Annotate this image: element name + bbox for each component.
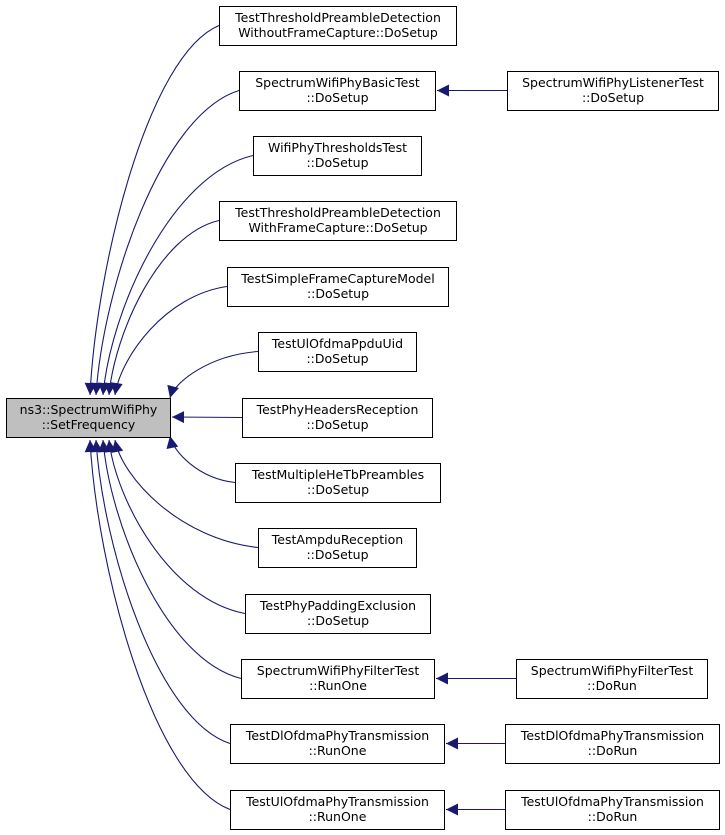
node-swpbt[interactable]: SpectrumWifiPhyBasicTest::DoSetup: [239, 71, 436, 111]
node-label-line-1: SpectrumWifiPhyFilterTest: [257, 663, 420, 678]
node-box: [242, 398, 433, 438]
node-label-line-2: ::DoSetup: [306, 351, 368, 366]
node-tpdwfc[interactable]: TestThresholdPreambleDetectionWithFrameC…: [219, 201, 457, 241]
node-label-line-1: ns3::SpectrumWifiPhy: [20, 402, 158, 417]
edge-wptt-to-setfreq: [98, 154, 254, 396]
node-label-line-1: TestAmpduReception: [271, 532, 403, 547]
node-label-line-1: TestDlOfdmaPhyTransmission: [245, 728, 429, 743]
node-label-line-1: TestThresholdPreambleDetection: [234, 10, 441, 25]
edge-tmhtp-to-setfreq: [166, 435, 236, 484]
node-tar[interactable]: TestAmpduReception::DoSetup: [258, 528, 417, 568]
node-label-line-2: WithFrameCapture::DoSetup: [248, 220, 427, 235]
node-label-line-1: WifiPhyThresholdsTest: [268, 140, 407, 155]
node-swpft[interactable]: SpectrumWifiPhyFilterTest::RunOne: [241, 659, 435, 699]
edge-swpbt-to-setfreq: [90, 89, 240, 396]
node-box: [253, 136, 422, 176]
node-label-line-2: ::DoSetup: [306, 90, 368, 105]
node-box: [507, 71, 719, 111]
node-tpdwofc[interactable]: TestThresholdPreambleDetectionWithoutFra…: [219, 6, 457, 46]
edge-layer: [84, 24, 516, 816]
node-label-line-2: ::DoSetup: [307, 482, 369, 497]
node-label-line-1: TestSimpleFrameCaptureModel: [240, 271, 434, 286]
node-label-line-2: ::DoSetup: [307, 613, 369, 628]
edge-tpdwofc-to-setfreq: [84, 24, 220, 396]
node-tdopt2[interactable]: TestDlOfdmaPhyTransmission::DoRun: [505, 724, 720, 764]
edge-tphr-to-setfreq: [171, 411, 243, 424]
node-label-line-1: SpectrumWifiPhyBasicTest: [255, 75, 420, 90]
node-tuopt[interactable]: TestUlOfdmaPhyTransmission::RunOne: [230, 790, 445, 830]
node-tsfcm[interactable]: TestSimpleFrameCaptureModel::DoSetup: [227, 267, 449, 307]
node-layer: ns3::SpectrumWifiPhy::SetFrequency TestTh…: [6, 6, 720, 830]
node-tphr[interactable]: TestPhyHeadersReception::DoSetup: [242, 398, 433, 438]
node-label-line-2: ::SetFrequency: [42, 417, 136, 432]
node-box: [227, 267, 449, 307]
node-label-line-1: TestMultipleHeTbPreambles: [251, 467, 424, 482]
node-label-line-1: SpectrumWifiPhyListenerTest: [522, 75, 704, 90]
node-label-line-2: ::DoRun: [588, 743, 638, 758]
focus-node-box: [6, 398, 171, 438]
node-wptt[interactable]: WifiPhyThresholdsTest::DoSetup: [253, 136, 422, 176]
node-box: [219, 201, 457, 241]
node-label-line-1: TestUlOfdmaPpduUid: [271, 336, 403, 351]
node-box: [516, 659, 708, 699]
node-label-line-2: WithoutFrameCapture::DoSetup: [238, 25, 438, 40]
node-box: [505, 724, 720, 764]
node-label-line-2: ::RunOne: [309, 809, 367, 824]
edge-swpft-to-setfreq: [98, 439, 242, 680]
node-label-line-1: TestUlOfdmaPhyTransmission: [245, 794, 429, 809]
node-label-line-2: ::DoSetup: [306, 155, 368, 170]
node-label-line-2: ::DoSetup: [582, 90, 644, 105]
node-box: [239, 71, 436, 111]
node-label-line-2: ::RunOne: [309, 743, 367, 758]
node-label-line-1: TestDlOfdmaPhyTransmission: [520, 728, 704, 743]
edge-tpdwfc-to-setfreq: [104, 219, 220, 396]
node-tmhtp[interactable]: TestMultipleHeTbPreambles::DoSetup: [235, 463, 441, 503]
node-label-line-1: TestThresholdPreambleDetection: [234, 205, 441, 220]
node-label-line-1: TestPhyHeadersReception: [256, 402, 419, 417]
node-label-line-2: ::DoSetup: [307, 286, 369, 301]
node-box: [230, 724, 445, 764]
node-label-line-1: TestUlOfdmaPhyTransmission: [520, 794, 704, 809]
node-box: [505, 790, 720, 830]
node-tuopu[interactable]: TestUlOfdmaPpduUid::DoSetup: [258, 332, 417, 372]
node-label-line-2: ::DoRun: [587, 678, 637, 693]
node-swpft2[interactable]: SpectrumWifiPhyFilterTest::DoRun: [516, 659, 708, 699]
edge-tuopu-to-setfreq: [167, 350, 259, 399]
node-box: [245, 594, 431, 634]
node-box: [241, 659, 435, 699]
node-label-line-2: ::DoRun: [588, 809, 638, 824]
node-tppe[interactable]: TestPhyPaddingExclusion::DoSetup: [245, 594, 431, 634]
node-box: [258, 528, 417, 568]
edge-tdopt-to-setfreq: [90, 439, 231, 745]
node-tuopt2[interactable]: TestUlOfdmaPhyTransmission::DoRun: [505, 790, 720, 830]
node-box: [235, 463, 441, 503]
node-box: [230, 790, 445, 830]
edge-tppe-to-setfreq: [104, 439, 246, 615]
edge-tuopt-to-setfreq: [84, 439, 231, 811]
edge-tar-to-setfreq: [111, 439, 259, 549]
node-box: [219, 6, 457, 46]
edge-tsfcm-to-setfreq: [110, 285, 228, 396]
node-label-line-2: ::DoSetup: [306, 547, 368, 562]
node-label-line-2: ::DoSetup: [306, 417, 368, 432]
focus-node: ns3::SpectrumWifiPhy::SetFrequency: [6, 398, 171, 438]
node-label-line-1: TestPhyPaddingExclusion: [259, 598, 416, 613]
node-box: [258, 332, 417, 372]
node-label-line-2: ::RunOne: [309, 678, 367, 693]
node-tdopt[interactable]: TestDlOfdmaPhyTransmission::RunOne: [230, 724, 445, 764]
node-swplt[interactable]: SpectrumWifiPhyListenerTest::DoSetup: [507, 71, 719, 111]
node-label-line-1: SpectrumWifiPhyFilterTest: [531, 663, 694, 678]
